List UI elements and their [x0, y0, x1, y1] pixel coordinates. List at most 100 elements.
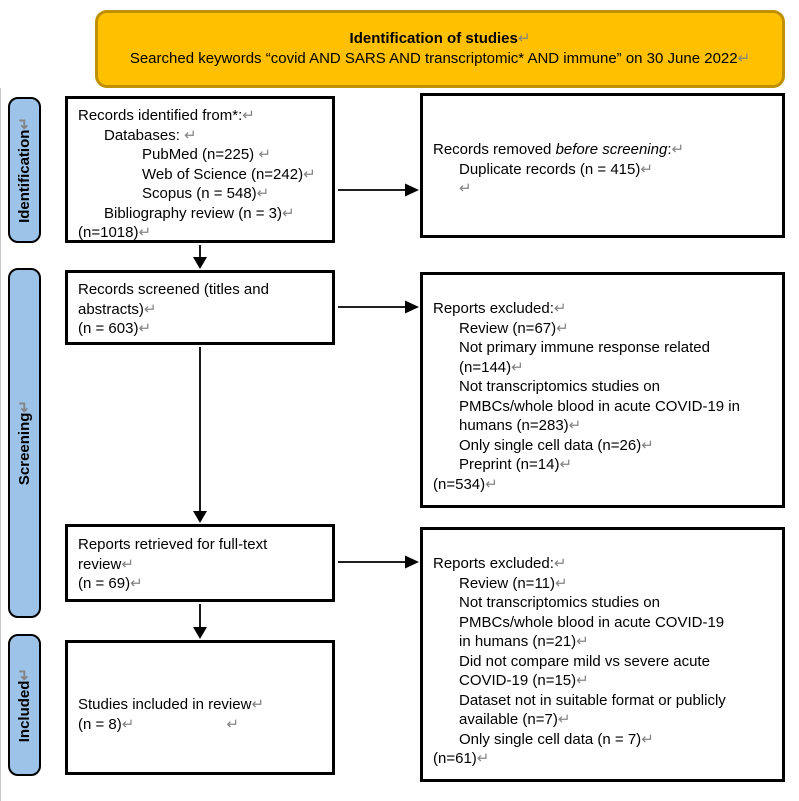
- text-line: review↵: [78, 555, 134, 573]
- return-mark: ↵: [576, 672, 589, 689]
- text-line: Web of Science (n=242)↵: [142, 165, 316, 183]
- arrowhead-screened-to-excluded: [405, 300, 419, 314]
- studies-included-box: Studies included in review↵(n = 8)↵↵: [65, 640, 335, 775]
- text-line: Duplicate records (n = 415)↵: [459, 160, 653, 178]
- records-screened-box: Records screened (titles and abstracts)↵ (…: [65, 270, 335, 345]
- page-edge-line: [0, 88, 1, 801]
- reports-retrieved-box: Reports retrieved for full-text review↵ (n…: [65, 524, 335, 602]
- text-line: available (n=7)↵: [459, 711, 571, 728]
- return-mark: ↵: [559, 456, 573, 473]
- text-line: Only single cell data (n=26)↵: [459, 436, 654, 454]
- stage-label-included: Included↵: [8, 634, 41, 776]
- text-line: Not transcriptomics studies on: [459, 378, 660, 395]
- return-mark: ↵: [143, 300, 157, 318]
- return-mark: ↵: [282, 204, 295, 222]
- return-mark: ↵: [641, 730, 654, 748]
- return-mark: ↵: [640, 160, 653, 178]
- text-line: PMBCs/whole blood in acute COVID-19: [459, 613, 725, 631]
- return-mark: ↵: [476, 750, 490, 767]
- text-line: Records screened (titles and: [78, 281, 269, 298]
- text-line: humans (n=283)↵: [459, 417, 582, 434]
- banner-title: Identification of studies: [349, 30, 518, 47]
- arrowhead-retrieved-to-included: [193, 627, 207, 639]
- return-mark: ↵: [15, 117, 33, 130]
- text-line: Reports excluded:↵: [433, 300, 567, 317]
- text-line: (n=144)↵: [459, 358, 524, 376]
- return-mark: ↵: [226, 715, 239, 733]
- text-line: Did not compare mild vs severe acute: [459, 652, 710, 670]
- banner-title-line: Identification of studies↵: [350, 29, 531, 49]
- text-line: Databases: ↵: [104, 126, 197, 144]
- return-mark: ↵: [557, 711, 571, 728]
- return-mark: ↵: [303, 165, 316, 183]
- text-line: Studies included in review↵: [78, 696, 265, 713]
- stage-label-text: Screening↵: [15, 400, 33, 486]
- stage-label-screening: Screening↵: [8, 268, 41, 618]
- return-mark: ↵: [256, 185, 270, 202]
- return-mark: ↵: [138, 320, 152, 337]
- return-mark: ↵: [737, 50, 751, 67]
- text-line: Records identified from*:↵: [78, 107, 255, 124]
- text-line: Scopus (n = 548)↵: [142, 185, 270, 202]
- return-mark: ↵: [553, 300, 567, 317]
- stage-label-text: Included↵: [15, 667, 33, 743]
- return-mark: ↵: [121, 555, 134, 573]
- text-line: (n = 603)↵: [78, 320, 152, 337]
- text-line: ↵: [433, 179, 774, 199]
- text-line: (n = 69)↵: [78, 575, 143, 592]
- text-line: Dataset not in suitable format or public…: [459, 691, 726, 709]
- arrowhead-identified-to-screened: [193, 257, 207, 269]
- text-line: Preprint (n=14)↵: [459, 456, 573, 473]
- records-removed-box: Records removed before screening:↵ Duplic…: [420, 93, 785, 238]
- text-line: (n=61)↵: [433, 750, 490, 767]
- text-line: (n = 8)↵↵: [78, 715, 239, 733]
- return-mark: ↵: [553, 555, 567, 572]
- text-line: (n=534)↵: [433, 475, 498, 493]
- return-mark: ↵: [459, 180, 472, 197]
- return-mark: ↵: [15, 400, 33, 414]
- return-mark: ↵: [671, 141, 685, 158]
- return-mark: ↵: [242, 107, 255, 124]
- return-mark: ↵: [568, 417, 582, 434]
- reports-excluded-fulltext-box: Reports excluded:↵ Review (n=11)↵ Not tran…: [420, 527, 785, 782]
- arrowhead-identified-to-removed: [405, 183, 419, 197]
- text-line: Not transcriptomics studies on: [459, 594, 660, 611]
- reports-excluded-screening-box: Reports excluded:↵ Review (n=67)↵ Not prim…: [420, 272, 785, 508]
- return-mark: ↵: [485, 475, 498, 493]
- text-line: Only single cell data (n = 7)↵: [459, 730, 654, 748]
- return-mark: ↵: [138, 224, 152, 241]
- text-line: Bibliography review (n = 3)↵: [104, 204, 295, 222]
- return-mark: ↵: [184, 126, 197, 144]
- text-line: PubMed (n=225) ↵: [142, 146, 271, 163]
- text-line: Review (n=11)↵: [459, 574, 568, 592]
- return-mark: ↵: [556, 319, 569, 337]
- return-mark: ↵: [555, 574, 568, 592]
- records-identified-box: Records identified from*:↵ Databases: ↵ Pu…: [65, 96, 335, 243]
- return-mark: ↵: [130, 575, 143, 592]
- stage-label-identification: Identification↵: [8, 97, 41, 243]
- arrowhead-screened-to-retrieved: [193, 511, 207, 523]
- arrowhead-retrieved-to-excluded: [405, 555, 419, 569]
- return-mark: ↵: [641, 436, 654, 454]
- text-line: Reports retrieved for full-text: [78, 536, 268, 553]
- text-line: COVID-19 (n=15)↵: [459, 672, 589, 689]
- text-line: Review (n=67)↵: [459, 319, 569, 337]
- return-mark: ↵: [576, 633, 589, 650]
- text-line: (n=1018)↵: [78, 224, 152, 241]
- text-line: abstracts)↵: [78, 300, 157, 318]
- banner-subtitle-line: Searched keywords “covid AND SARS AND tr…: [130, 49, 750, 69]
- return-mark: ↵: [121, 715, 135, 733]
- banner-subtitle: Searched keywords “covid AND SARS AND tr…: [129, 50, 738, 67]
- text-line: in humans (n=21)↵: [459, 633, 589, 650]
- text-line: Records removed before screening:↵: [433, 141, 685, 158]
- stage-label-text: Identification↵: [15, 117, 33, 223]
- text-line: Reports excluded:↵: [433, 555, 567, 572]
- return-mark: ↵: [15, 667, 33, 681]
- identification-of-studies-banner: Identification of studies↵ Searched keyw…: [95, 10, 785, 88]
- return-mark: ↵: [517, 30, 531, 47]
- return-mark: ↵: [511, 358, 524, 376]
- text-line: PMBCs/whole blood in acute COVID-19 in: [459, 397, 740, 415]
- return-mark: ↵: [251, 696, 265, 713]
- text-line: Not primary immune response related: [459, 339, 710, 356]
